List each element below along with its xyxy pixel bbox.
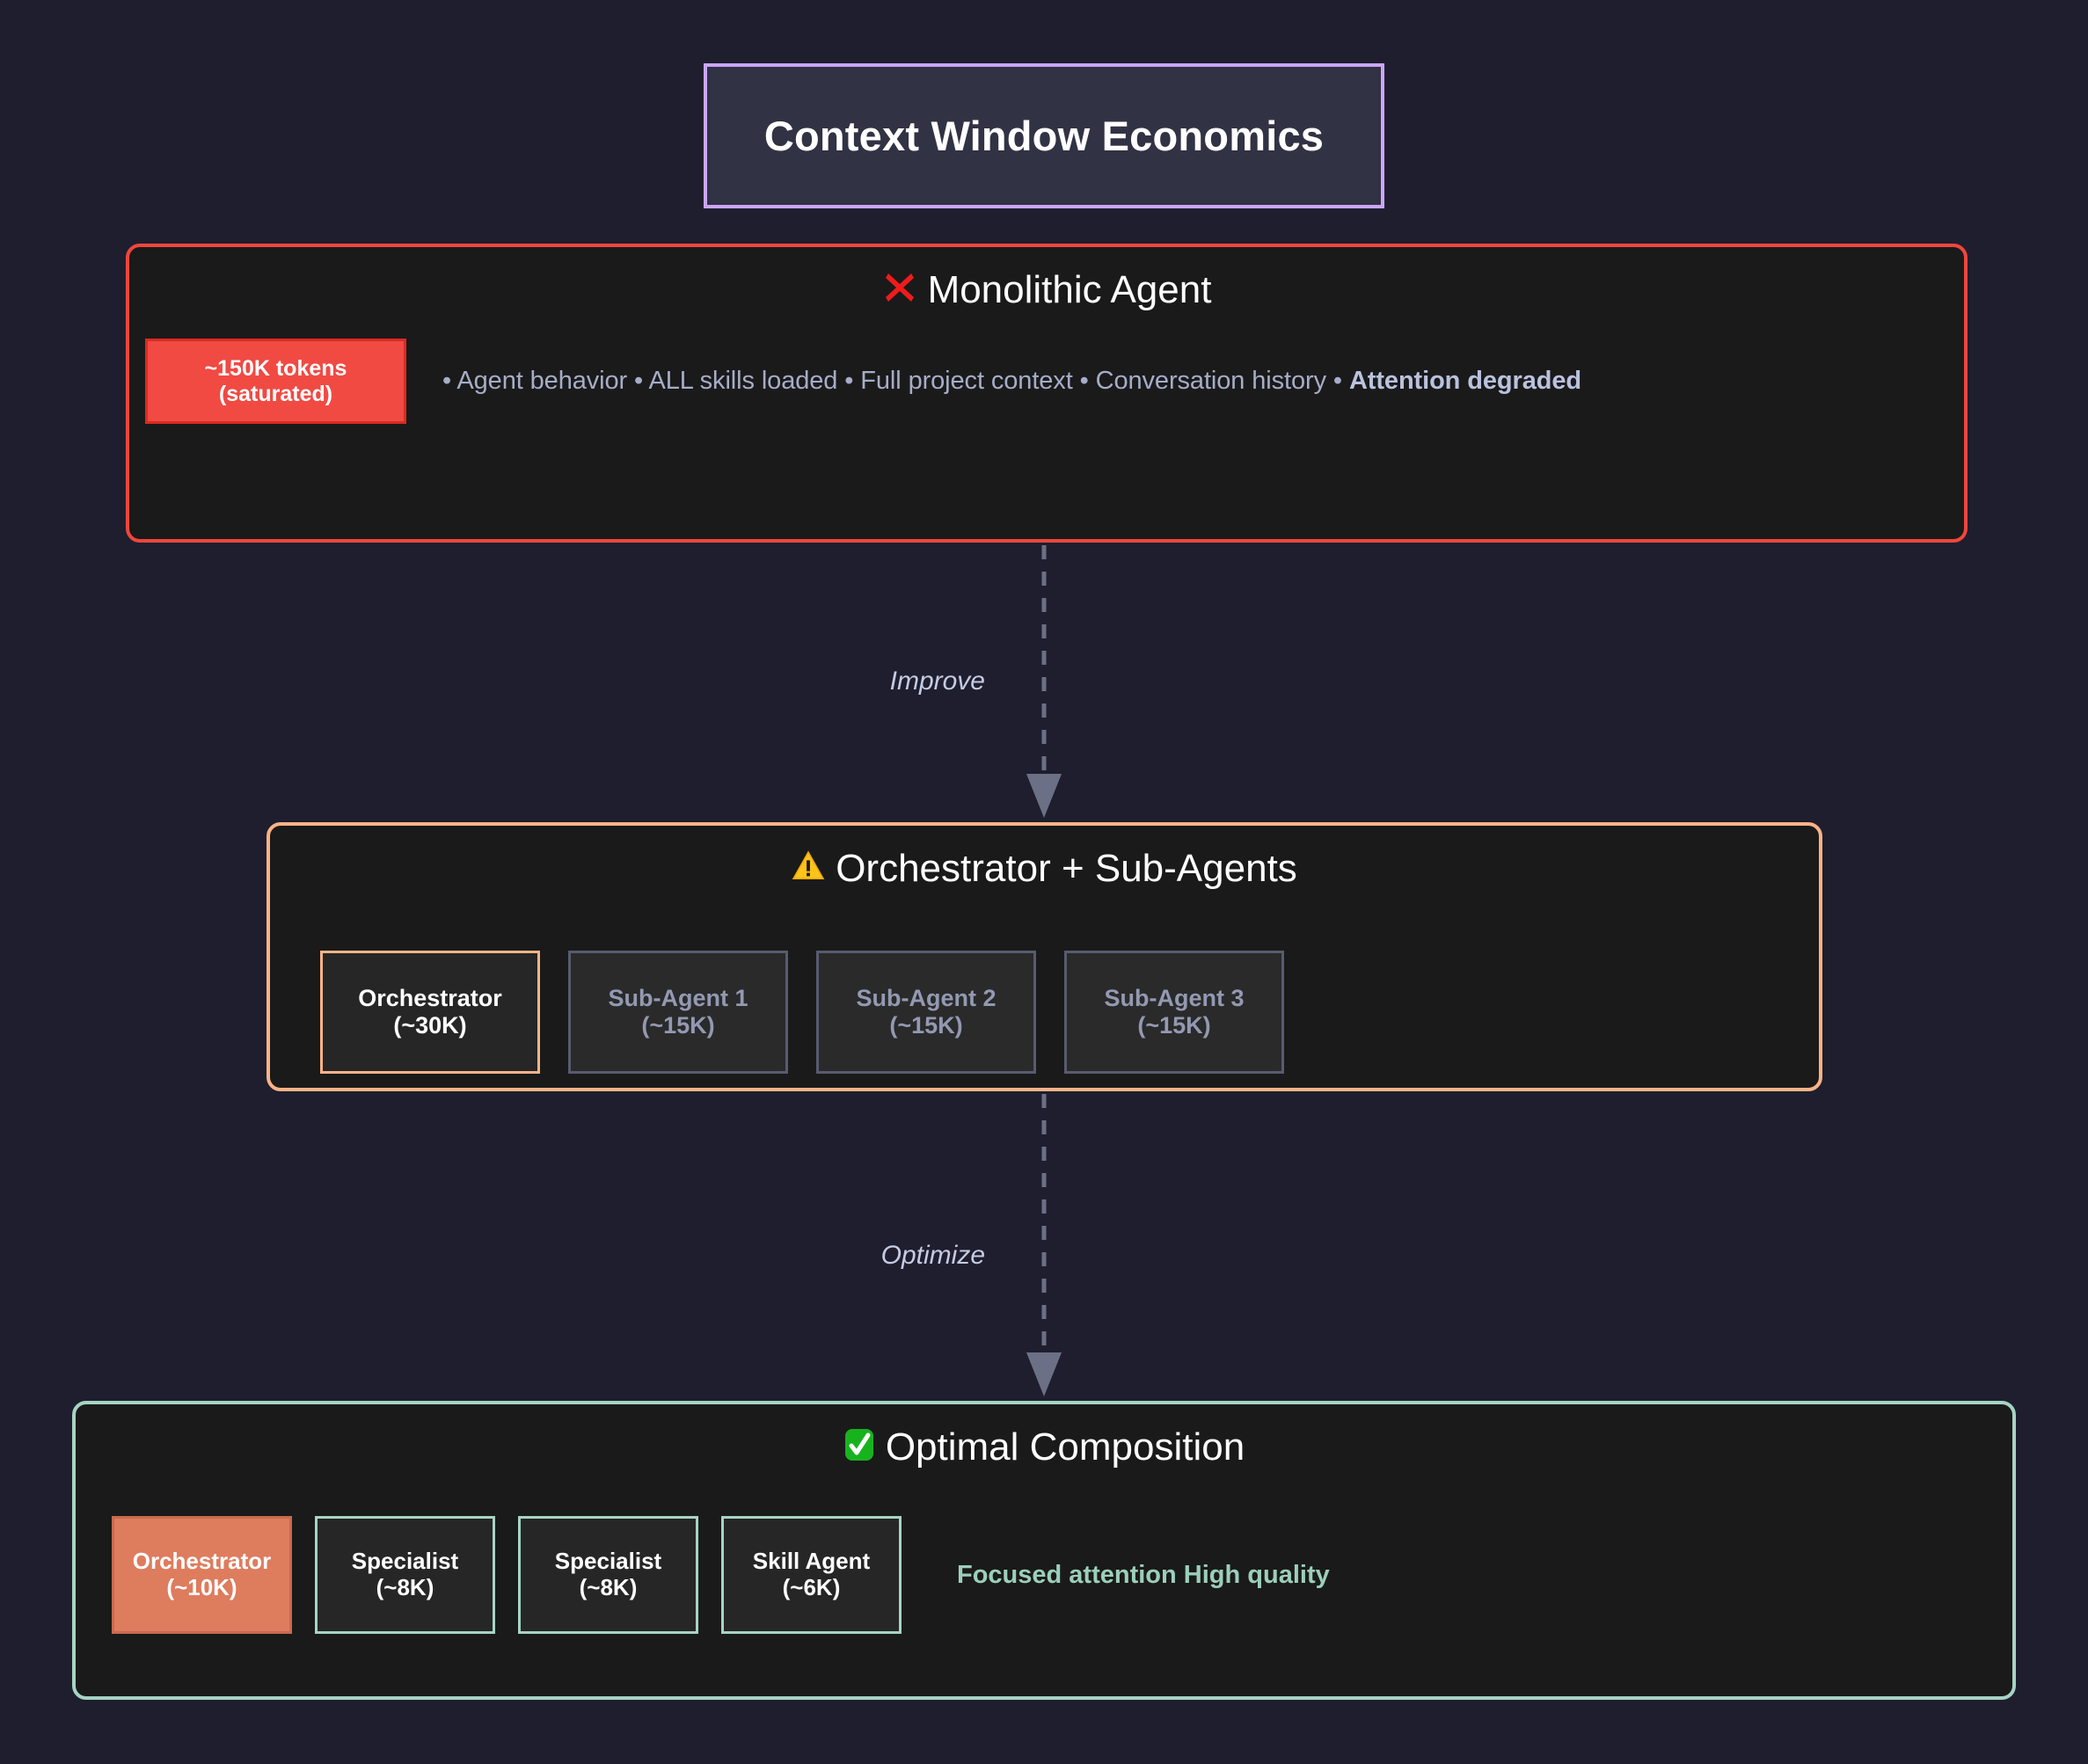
node-orchestrator-30k[interactable]: Orchestrator (~30K)	[320, 951, 540, 1074]
node-skill-agent[interactable]: Skill Agent (~6K)	[721, 1516, 902, 1634]
subgraph-title-optimal: Optimal Composition	[76, 1425, 2012, 1469]
page-title: Context Window Economics	[763, 113, 1325, 159]
warning-triangle-icon	[792, 849, 825, 889]
subgraph-title-text-optimal: Optimal Composition	[885, 1425, 1245, 1469]
optimal-quality-note: Focused attention High quality	[957, 1560, 1330, 1589]
subgraph-monolithic-agent: Monolithic Agent ~150K tokens (saturated…	[126, 244, 1968, 543]
optimal-node-row: Orchestrator (~10K) Specialist (~8K) Spe…	[112, 1516, 1330, 1634]
diagram-title-node: Context Window Economics	[704, 63, 1384, 208]
node-sub-agent-3[interactable]: Sub-Agent 3 (~15K)	[1064, 951, 1284, 1074]
node-specialist-2[interactable]: Specialist (~8K)	[518, 1516, 698, 1634]
subgraph-title-monolithic: Monolithic Agent	[129, 268, 1964, 312]
orchestrator-node-row: Orchestrator (~30K) Sub-Agent 1 (~15K) S…	[320, 951, 1284, 1074]
monolithic-bullets-plain: • Agent behavior • ALL skills loaded • F…	[442, 367, 1349, 395]
node-specialist-1[interactable]: Specialist (~8K)	[315, 1516, 495, 1634]
subgraph-optimal-composition: Optimal Composition Orchestrator (~10K) …	[72, 1401, 2016, 1700]
monolithic-bullets-bold: Attention degraded	[1348, 367, 1581, 395]
node-monolithic-token-budget[interactable]: ~150K tokens (saturated)	[145, 339, 406, 424]
subgraph-orchestrator-subagents: Orchestrator + Sub-Agents Orchestrator (…	[266, 822, 1822, 1091]
edge-label-improve: Improve	[889, 667, 985, 696]
monolithic-bullet-summary: • Agent behavior • ALL skills loaded • F…	[442, 367, 1581, 396]
subgraph-title-orchestrator: Orchestrator + Sub-Agents	[270, 847, 1819, 891]
check-mark-button-icon	[843, 1427, 875, 1469]
monolithic-node-row: ~150K tokens (saturated) • Agent behavio…	[145, 339, 1581, 424]
subgraph-title-text-monolithic: Monolithic Agent	[927, 268, 1212, 311]
edge-label-optimize: Optimize	[880, 1241, 985, 1270]
node-sub-agent-2[interactable]: Sub-Agent 2 (~15K)	[816, 951, 1036, 1074]
node-sub-agent-1[interactable]: Sub-Agent 1 (~15K)	[568, 951, 788, 1074]
subgraph-title-text-orchestrator: Orchestrator + Sub-Agents	[836, 847, 1297, 890]
node-optimal-orchestrator-10k[interactable]: Orchestrator (~10K)	[112, 1516, 292, 1634]
cross-mark-icon	[882, 270, 917, 311]
